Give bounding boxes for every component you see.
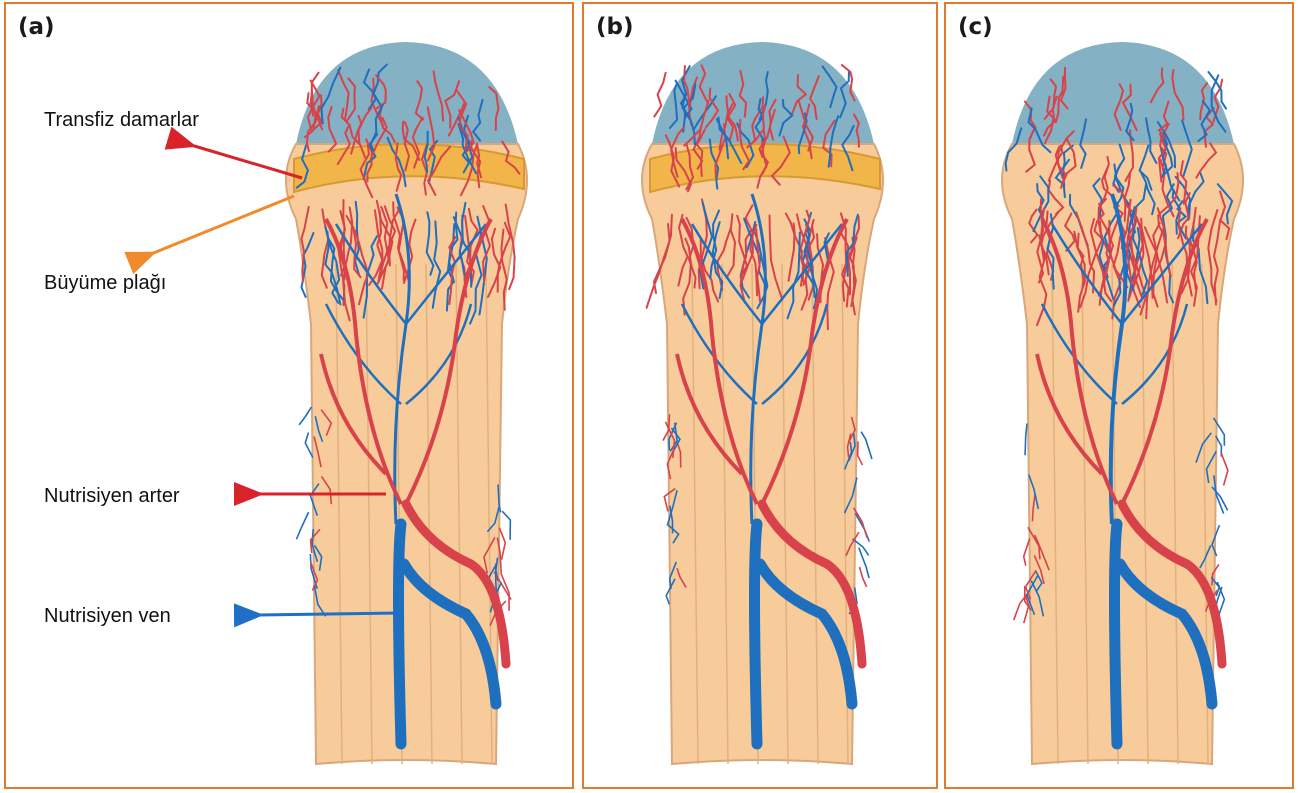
nutrient-vein <box>1115 524 1118 744</box>
panel-b: (b) <box>582 2 938 789</box>
arrow-buyume <box>151 196 294 254</box>
arrow-ven <box>258 613 401 615</box>
arrow-transfiz <box>191 145 302 178</box>
bone-illustration-c <box>972 4 1272 789</box>
nutrient-vein <box>755 524 758 744</box>
pointer-arrows <box>6 4 572 787</box>
panel-a: (a) Transfiz damarlar Büyüme plağı Nutri… <box>4 2 574 789</box>
panel-c: (c) <box>944 2 1294 789</box>
bone-illustration-b <box>612 4 912 789</box>
